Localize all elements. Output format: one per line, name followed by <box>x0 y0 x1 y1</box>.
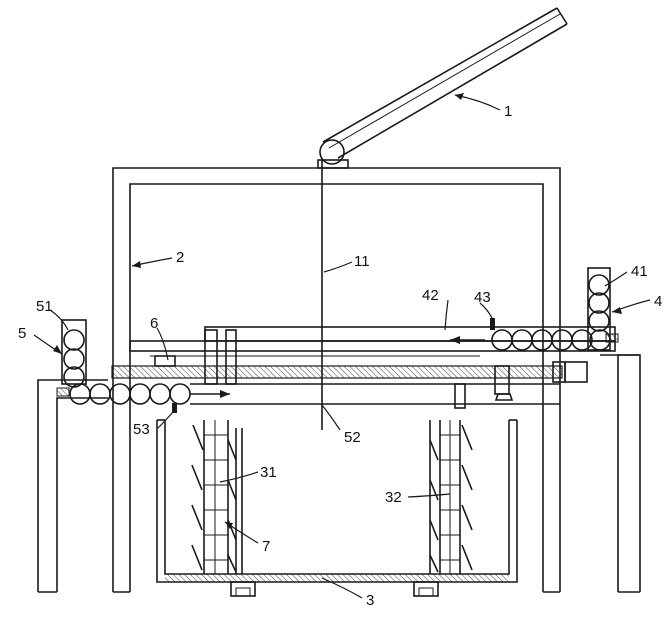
main-frame <box>112 167 561 593</box>
lower-ball-row <box>56 319 191 405</box>
right-support <box>600 354 641 593</box>
label-3: 3 <box>366 592 374 609</box>
label-42: 42 <box>422 287 439 304</box>
lower-track <box>172 383 560 413</box>
label-1: 1 <box>504 103 512 120</box>
label-41: 41 <box>631 263 648 280</box>
label-11: 11 <box>354 253 370 270</box>
right-ladder <box>429 420 473 574</box>
label-6: 6 <box>150 315 158 332</box>
label-32: 32 <box>385 489 402 506</box>
label-52: 52 <box>344 429 361 446</box>
label-53: 53 <box>133 421 150 438</box>
left-ladder <box>191 420 243 574</box>
label-5: 5 <box>18 325 26 342</box>
label-2: 2 <box>176 249 184 266</box>
label-43: 43 <box>474 289 491 306</box>
screw-shaft <box>111 329 588 409</box>
upper-ball-row <box>490 267 619 351</box>
label-7: 7 <box>262 538 270 555</box>
label-51: 51 <box>36 298 53 315</box>
leader-lines <box>33 93 651 599</box>
label-31: 31 <box>260 464 277 481</box>
label-4: 4 <box>654 293 662 310</box>
feed-pipe <box>317 7 568 169</box>
left-support <box>37 379 108 593</box>
reference-labels: 1 2 11 41 4 42 43 51 5 6 53 52 31 32 7 3 <box>18 103 662 609</box>
collection-container <box>156 419 518 597</box>
